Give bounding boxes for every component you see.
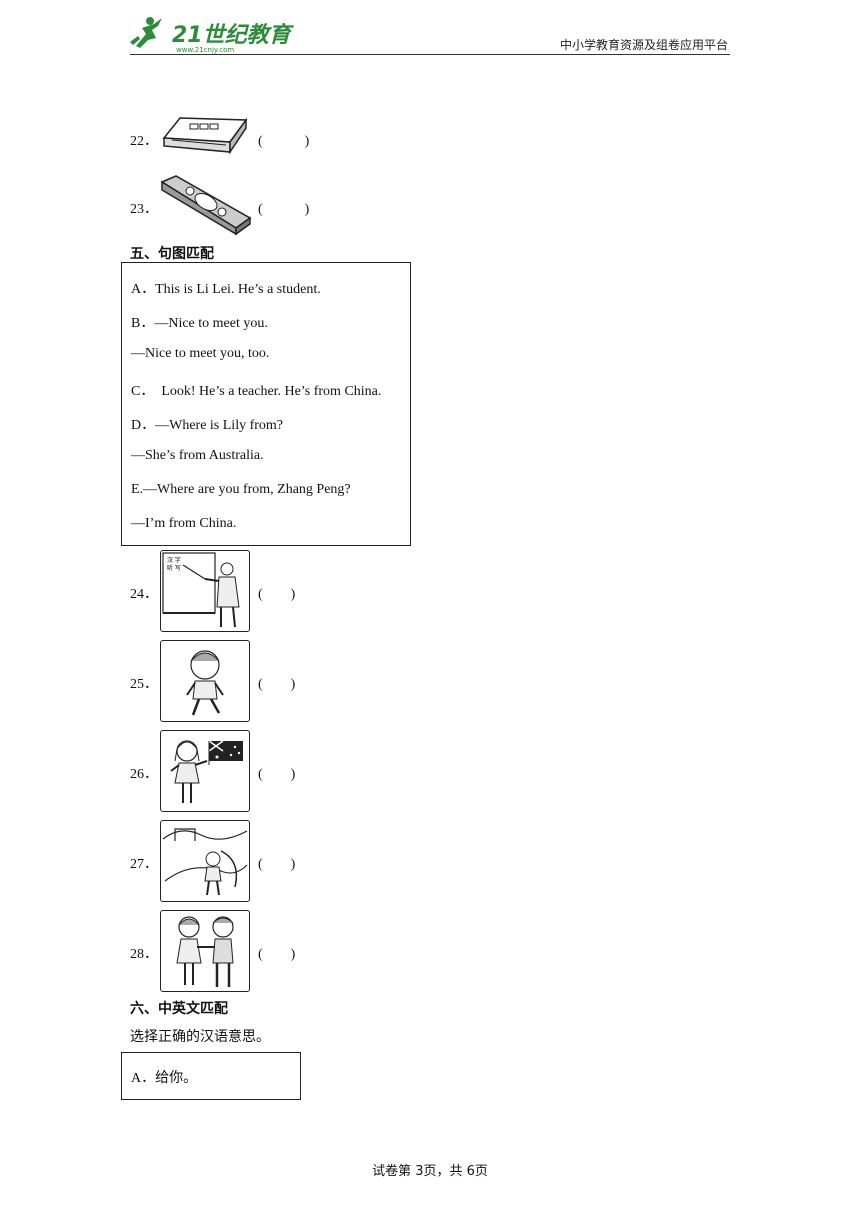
- option-line: E.—Where are you from, Zhang Peng?: [131, 482, 351, 497]
- instruction-text: 选择正确的汉语意思。: [130, 1029, 270, 1045]
- section-title-5: 五、句图匹配: [130, 246, 214, 262]
- option-line: —I’m from China.: [131, 516, 237, 531]
- question-number-27: 27．: [130, 857, 158, 872]
- option-line: D．—Where is Lily from?: [131, 418, 284, 433]
- answer-blank-28[interactable]: ( ): [258, 947, 296, 962]
- teacher-picture: 汉 字 听 写: [160, 550, 250, 632]
- question-number-25: 25．: [130, 677, 158, 692]
- option-line: B．—Nice to meet you.: [131, 316, 268, 331]
- answer-blank-24[interactable]: ( ): [258, 587, 296, 602]
- question-number-26: 26．: [130, 767, 158, 782]
- blackboard-text: 汉 字: [167, 556, 181, 564]
- option-line: —Nice to meet you, too.: [131, 346, 270, 361]
- site-logo: 21世纪教育 www.21cnjy.com: [128, 12, 303, 54]
- girl-australia-picture: [160, 730, 250, 812]
- logo-title: 21世纪教育: [172, 22, 295, 48]
- question-number-22: 22．: [130, 134, 158, 149]
- logo-url: www.21cnjy.com: [176, 46, 234, 54]
- student-boy-picture: [160, 640, 250, 722]
- option-line: —She’s from Australia.: [131, 448, 264, 463]
- section-title-6: 六、中英文匹配: [130, 1001, 228, 1017]
- header-divider: [130, 54, 730, 55]
- page-footer: 试卷第 3页，共 6页: [372, 1164, 488, 1179]
- answer-blank-22[interactable]: ( ): [258, 134, 310, 149]
- question-number-23: 23．: [130, 202, 158, 217]
- answer-blank-27[interactable]: ( ): [258, 857, 296, 872]
- question-number-24: 24．: [130, 587, 158, 602]
- answer-blank-25[interactable]: ( ): [258, 677, 296, 692]
- header-platform-name: 中小学教育资源及组卷应用平台: [559, 38, 728, 52]
- pencil-box-icon: [158, 172, 254, 236]
- chinese-options-box: A．给你。: [121, 1052, 301, 1100]
- great-wall-picture: [160, 820, 250, 902]
- option-line: A．This is Li Lei. He’s a student.: [131, 282, 321, 297]
- svg-text:听 写: 听 写: [167, 564, 181, 572]
- answer-blank-26[interactable]: ( ): [258, 767, 296, 782]
- greeting-picture: [160, 910, 250, 992]
- question-number-28: 28．: [130, 947, 158, 962]
- answer-blank-23[interactable]: ( ): [258, 202, 310, 217]
- sentence-options-box: A．This is Li Lei. He’s a student. B．—Nic…: [121, 262, 411, 546]
- option-line: A．给你。: [131, 1071, 198, 1086]
- option-line: C． Look! He’s a teacher. He’s from China…: [131, 384, 382, 399]
- cd-player-icon: [160, 112, 250, 162]
